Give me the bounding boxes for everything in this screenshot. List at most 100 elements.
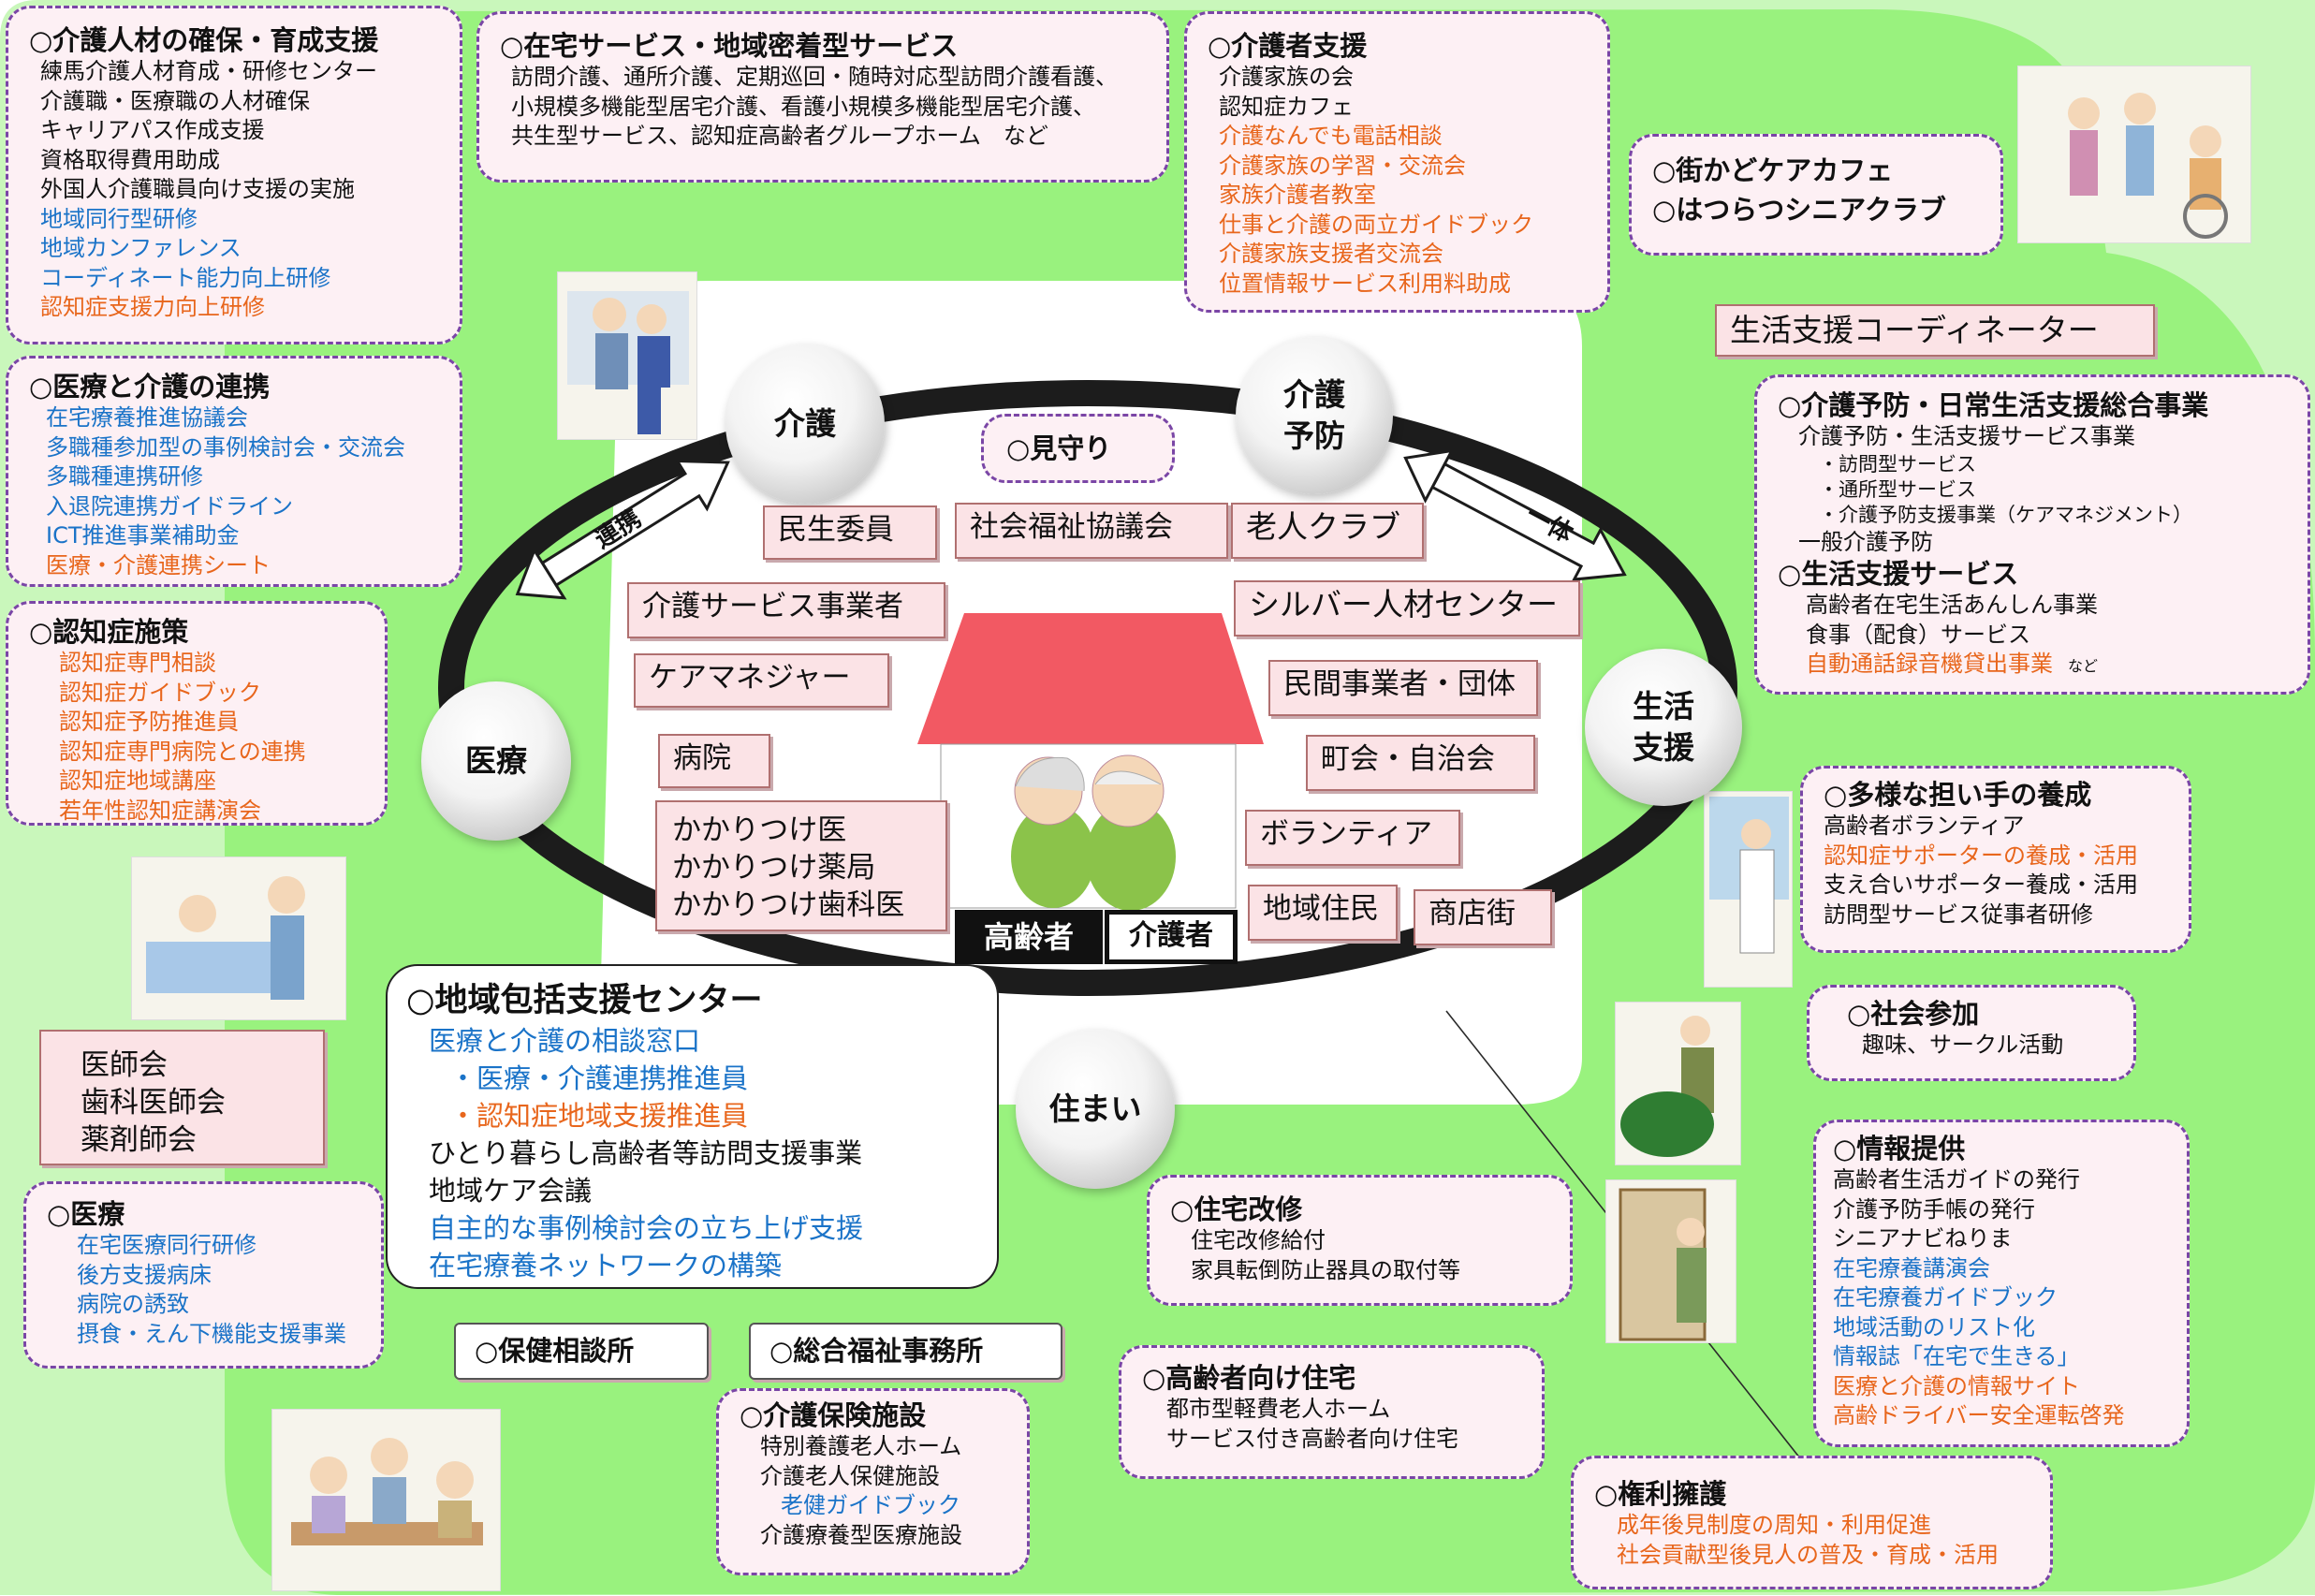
houkatsu-list: 医療と介護の相談窓口・医療・介護連携推進員・認知症地域支援推進員ひとり暮らし高齢… xyxy=(416,1022,997,1284)
yobo-list: 介護予防・生活支援サービス事業・訪問型サービス・通所型サービス・介護予防支援事業… xyxy=(1778,422,2291,557)
gardening-illustration xyxy=(1615,1002,1741,1165)
list-item: 住宅改修給付 xyxy=(1191,1227,1326,1253)
shakai-title: ○社会参加 xyxy=(1847,998,1980,1030)
kakaritsuke-dentist: かかりつけ歯科医 xyxy=(672,888,905,922)
list-item: 認知症専門相談 xyxy=(59,650,216,676)
list-item: 介護家族の学習・交流会 xyxy=(1219,152,1466,179)
hoken-label: ○保健相談所 xyxy=(475,1335,635,1367)
shisetsu-title: ○介護保険施設 xyxy=(740,1399,927,1431)
mimamori-box: ○見守り xyxy=(981,414,1175,483)
list-item: 介護職・医療職の人材確保 xyxy=(40,87,310,114)
seikatsu-label-2: 支援 xyxy=(1633,729,1694,766)
renkei-box: ○医療と介護の連携 在宅療養推進協議会多職種参加型の事例検討会・交流会多職種連携… xyxy=(6,356,462,587)
yobo-label-1: 介護 xyxy=(1283,376,1345,413)
seikatsu-label-1: 生活 xyxy=(1633,688,1694,725)
ninchi-list: 認知症専門相談認知症ガイドブック認知症予防推進員認知症専門病院との連携認知症地域… xyxy=(29,649,368,826)
list-item: 認知症カフェ xyxy=(1219,93,1354,120)
list-item: 仕事と介護の両立ガイドブック xyxy=(1219,211,1533,238)
list-item: ・訪問型サービス xyxy=(1819,452,1976,476)
dining-illustration xyxy=(271,1409,501,1591)
kaigosha-box: ○介護者支援 介護家族の会認知症カフェ介護なんでも電話相談介護家族の学習・交流会… xyxy=(1184,11,1610,313)
kaigosha-list: 介護家族の会認知症カフェ介護なんでも電話相談介護家族の学習・交流会家族介護者教室… xyxy=(1208,63,1590,299)
list-item: 小規模多機能型居宅介護、看護小規模多機能型居宅介護、 xyxy=(511,93,1095,120)
roujin-label: 老人クラブ xyxy=(1231,503,1424,559)
list-item: 多職種連携研修 xyxy=(46,463,203,490)
zaitaku-box: ○在宅サービス・地域密着型サービス 訪問介護、通所介護、定期巡回・随時対応型訪問… xyxy=(476,11,1169,183)
kaigosha-label-text: 介護者 xyxy=(1109,915,1233,959)
list-item: ・介護予防支援事業（ケアマネジメント） xyxy=(1819,503,2192,526)
ittai-arrow xyxy=(1403,448,1627,581)
house-roof xyxy=(917,613,1264,744)
yakuzaishikai-line: 薬剤師会 xyxy=(81,1123,197,1157)
list-item: 自動通話録音機貸出事業 xyxy=(1806,651,2053,677)
list-item: 地域ケア会議 xyxy=(429,1175,593,1207)
list-item: 認知症専門病院との連携 xyxy=(59,738,306,765)
joho-box: ○情報提供 高齢者生活ガイドの発行介護予防手帳の発行シニアナビねりま在宅療養講演… xyxy=(1813,1120,2190,1447)
kaigosha-label: 介護者 xyxy=(1105,910,1238,964)
list-item: 認知症予防推進員 xyxy=(59,709,239,735)
renkei-arrow xyxy=(515,459,730,600)
list-item: 自主的な事例検討会の立ち上げ支援 xyxy=(429,1212,864,1244)
cafe-line1: ○街かどケアカフェ xyxy=(1652,154,1894,186)
jutaku-box: ○住宅改修 住宅改修給付家具転倒防止器具の取付等 xyxy=(1147,1175,1573,1306)
kaigo-label: 介護 xyxy=(774,405,836,442)
ishikai-box: 医師会 歯科医師会 薬剤師会 xyxy=(39,1030,325,1165)
nurse-illustration xyxy=(1704,791,1793,988)
exercise-illustration xyxy=(2017,66,2251,243)
list-item: 地域活動のリスト化 xyxy=(1833,1313,2035,1340)
koreisha-label: 高齢者 xyxy=(955,910,1103,964)
list-item: 在宅医療同行研修 xyxy=(77,1232,256,1258)
yobo-title: ○介護予防・日常生活支援総合事業 xyxy=(1778,389,2209,421)
yobo-sphere: 介護予防 xyxy=(1236,337,1393,494)
volunteer-label: ボランティア xyxy=(1245,810,1460,866)
ishikai-line: 医師会 xyxy=(81,1048,168,1082)
list-item: 都市型軽費老人ホーム xyxy=(1166,1396,1391,1422)
list-item: 高齢者在宅生活あんしん事業 xyxy=(1806,592,2098,618)
kenri-list: 成年後見制度の周知・利用促進社会貢献型後見人の普及・育成・活用 xyxy=(1594,1511,2033,1570)
sogo-label: ○総合福祉事務所 xyxy=(769,1335,984,1367)
list-item: 訪問型サービス従事者研修 xyxy=(1824,900,2093,928)
list-item: 老健ガイドブック xyxy=(781,1492,960,1518)
elderly-couple-illustration xyxy=(1011,754,1176,911)
list-item: 外国人介護職員向け支援の実施 xyxy=(40,176,355,202)
silver-label: シルバー人材センター xyxy=(1234,580,1580,637)
caremane-label: ケアマネジャー xyxy=(634,653,889,708)
list-item: 高齢ドライバー安全運転啓発 xyxy=(1833,1402,2125,1428)
list-item: 在宅療養推進協議会 xyxy=(46,404,248,431)
ninchi-title: ○認知症施策 xyxy=(29,616,189,648)
yobo-label-2: 予防 xyxy=(1283,417,1345,454)
houkatsu-center-box: ○地域包括支援センター 医療と介護の相談窓口・医療・介護連携推進員・認知症地域支… xyxy=(386,964,999,1289)
list-item: 家具転倒防止器具の取付等 xyxy=(1191,1256,1460,1283)
list-item: 介護療養型医療施設 xyxy=(760,1521,962,1548)
list-item: 介護予防手帳の発行 xyxy=(1833,1195,2035,1223)
list-item: 認知症サポーターの養成・活用 xyxy=(1824,842,2138,869)
joho-title: ○情報提供 xyxy=(1833,1133,1966,1164)
shisetsu-box: ○介護保険施設 特別養護老人ホーム介護老人保健施設老健ガイドブック介護療養型医療… xyxy=(716,1388,1030,1575)
door-illustration xyxy=(1605,1179,1736,1343)
list-item: 一般介護予防 xyxy=(1798,528,1933,555)
list-item: 資格取得費用助成 xyxy=(40,146,220,173)
list-item: 摂食・えん下機能支援事業 xyxy=(77,1320,346,1347)
list-item: ICT推進事業補助金 xyxy=(46,522,240,549)
list-item: 訪問介護、通所介護、定期巡回・随時対応型訪問介護看護、 xyxy=(511,64,1118,90)
list-item: 社会貢献型後見人の普及・育成・活用 xyxy=(1617,1541,1999,1568)
list-item: 医療・介護連携シート xyxy=(46,551,271,578)
iryo-box: ○医療 在宅医療同行研修後方支援病床病院の誘致摂食・えん下機能支援事業 xyxy=(23,1181,384,1369)
kaigoservice-label: 介護サービス事業者 xyxy=(627,582,945,638)
list-item: 医療と介護の情報サイト xyxy=(1833,1372,2080,1399)
iryo-list: 在宅医療同行研修後方支援病床病院の誘致摂食・えん下機能支援事業 xyxy=(47,1231,364,1349)
list-item: 在宅療養ガイドブック xyxy=(1833,1284,2058,1310)
list-item: 介護家族の会 xyxy=(1219,64,1354,90)
jumin-label: 地域住民 xyxy=(1248,885,1398,941)
minkan-label: 民間事業者・団体 xyxy=(1268,660,1538,716)
kenri-title: ○権利擁護 xyxy=(1594,1478,1727,1510)
list-item: 特別養護老人ホーム xyxy=(760,1433,962,1459)
list-item: 趣味、サークル活動 xyxy=(1862,1032,2064,1058)
shakai-list: 趣味、サークル活動 xyxy=(1847,1031,2117,1061)
coordinator-label: 生活支援コーディネーター xyxy=(1715,304,2155,357)
caregiver-illustration xyxy=(557,271,697,440)
list-item: キャリアパス作成支援 xyxy=(40,117,265,143)
renkei-title: ○医療と介護の連携 xyxy=(29,371,271,403)
mimamori-label: ○見守り xyxy=(1006,432,1112,464)
list-item: 入退院連携ガイドライン xyxy=(46,492,293,520)
